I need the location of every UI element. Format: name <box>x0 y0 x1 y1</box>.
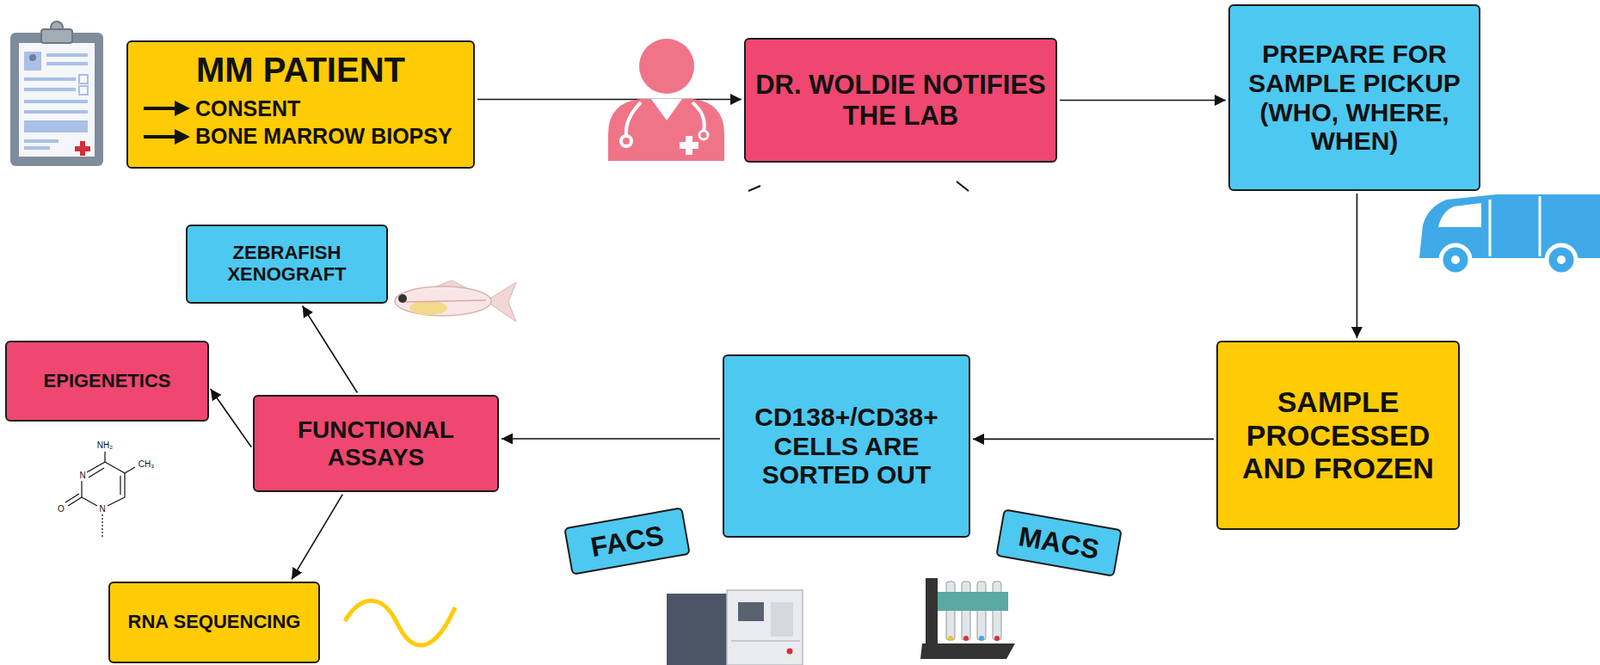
box-label: MACS <box>1015 520 1102 566</box>
tick-mark <box>748 185 761 191</box>
method-tag: FACS <box>563 506 691 575</box>
box-label: ZEBRAFISH XENOGRAFT <box>196 242 378 286</box>
zebrafish-icon <box>394 280 517 322</box>
flow-arrow <box>291 494 343 580</box>
bullet-arrow <box>143 128 191 146</box>
assay-box: ZEBRAFISH XENOGRAFT <box>185 224 388 304</box>
process-box: CD138+/CD38+ CELLS ARE SORTED OUT <box>722 354 971 538</box>
process-box: FUNCTIONAL ASSAYS <box>252 394 499 493</box>
patient-box: MM PATIENT CONSENTBONE MARROW BIOPSY <box>126 40 475 169</box>
flow-arrow <box>501 437 720 440</box>
process-box: PREPARE FOR SAMPLE PICKUP (WHO, WHERE, W… <box>1228 4 1481 191</box>
clipboard-icon <box>10 21 104 167</box>
tick-mark <box>956 181 969 191</box>
method-tag: MACS <box>995 508 1123 577</box>
box-label: FUNCTIONAL ASSAYS <box>263 416 489 471</box>
assay-box: EPIGENETICS <box>5 340 210 422</box>
box-label: MM PATIENT <box>136 50 465 90</box>
assay-box: RNA SEQUENCING <box>108 581 320 664</box>
box-label: FACS <box>588 519 666 563</box>
atom-label: O <box>57 504 65 514</box>
macs-rack <box>920 578 1016 659</box>
flow-arrow <box>477 98 742 101</box>
box-label: DR. WOLDIE NOTIFIES THE LAB <box>754 69 1047 130</box>
cytosine-structure <box>65 451 136 539</box>
atom-label: N <box>98 504 105 514</box>
box-label: EPIGENETICS <box>43 370 172 393</box>
atom-label: NH₂ <box>97 441 113 450</box>
atom-label: N <box>79 471 86 480</box>
doctor-icon <box>608 38 725 161</box>
flow-arrow <box>972 438 1214 441</box>
process-box: DR. WOLDIE NOTIFIES THE LAB <box>744 37 1058 163</box>
atom-label: CH₃ <box>138 460 155 469</box>
flow-arrow <box>302 306 358 394</box>
van-icon <box>1419 194 1600 275</box>
flow-arrow <box>210 388 253 448</box>
box-item: CONSENT <box>136 96 465 121</box>
box-label: RNA SEQUENCING <box>128 611 302 634</box>
flow-arrow <box>1059 99 1226 102</box>
bullet-arrow <box>143 99 191 117</box>
facs-machine <box>666 590 803 665</box>
box-label: PREPARE FOR SAMPLE PICKUP (WHO, WHERE, W… <box>1238 39 1471 157</box>
box-label: SAMPLE PROCESSED AND FROZEN <box>1226 385 1450 485</box>
flow-arrow <box>1356 193 1359 339</box>
rna-wave <box>344 600 456 646</box>
box-label: CD138+/CD38+ CELLS ARE SORTED OUT <box>732 402 960 491</box>
process-box: SAMPLE PROCESSED AND FROZEN <box>1216 340 1460 530</box>
box-item: BONE MARROW BIOPSY <box>136 123 465 148</box>
